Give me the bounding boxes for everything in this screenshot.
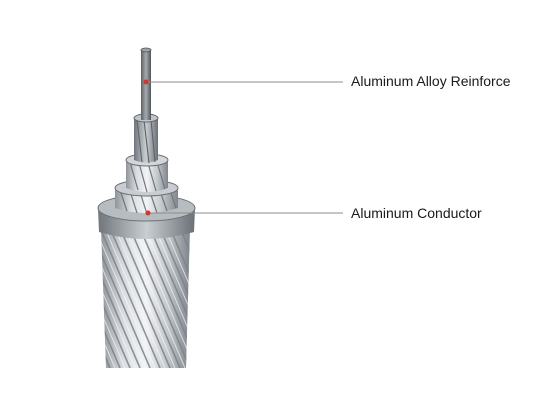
marker-dot-reinforce xyxy=(143,79,149,85)
label-aluminum-conductor: Aluminum Conductor xyxy=(351,205,482,221)
label-aluminum-alloy-reinforce: Aluminum Alloy Reinforce xyxy=(351,73,511,89)
core-wire xyxy=(140,47,152,120)
inner-reinforce-layer xyxy=(133,113,159,164)
outer-strand-layer xyxy=(101,228,190,368)
marker-dot-conductor xyxy=(145,210,151,216)
